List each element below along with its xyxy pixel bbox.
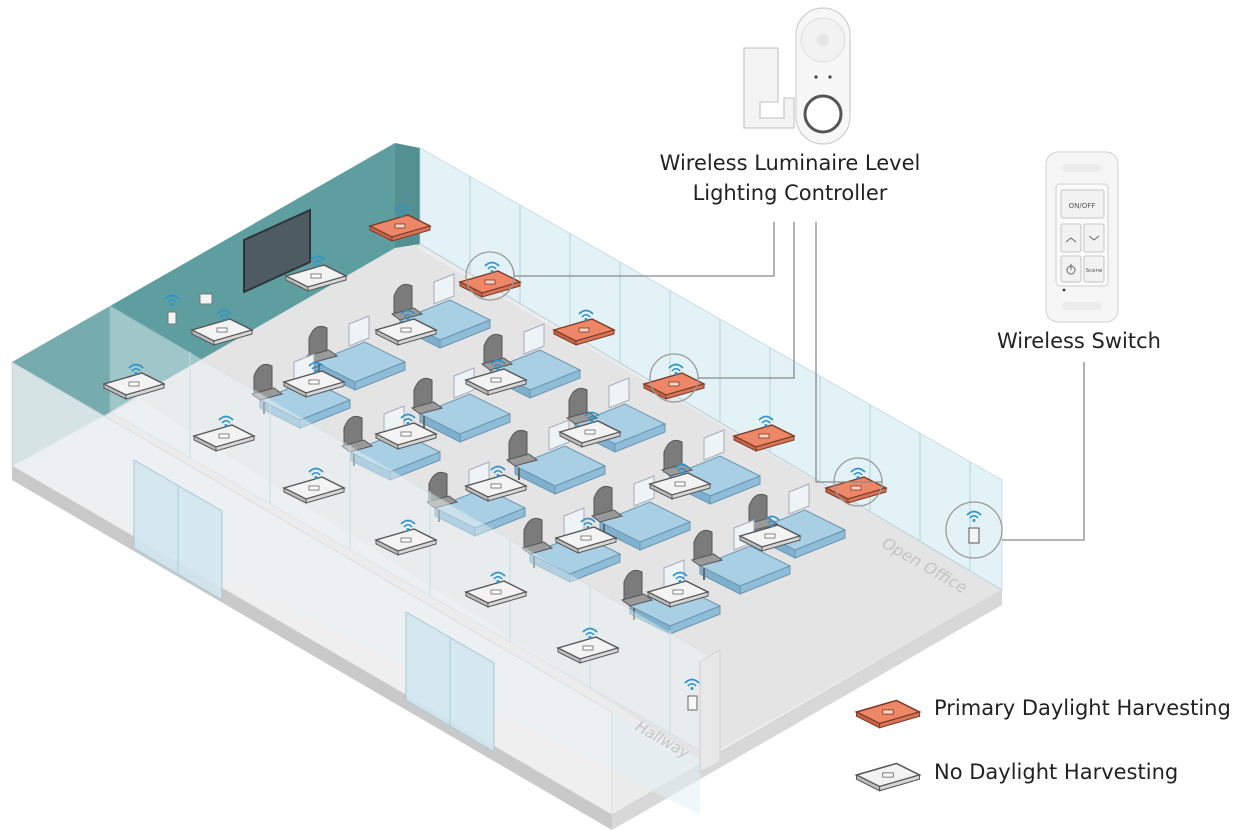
controller-label-line1: Wireless Luminaire Level (659, 151, 921, 175)
switch-onoff-label: ON/OFF (1069, 202, 1096, 210)
luminaire-controller-illustration (743, 7, 851, 145)
controller-label: Wireless Luminaire Level Lighting Contro… (640, 148, 940, 208)
legend-standard-label: No Daylight Harvesting (934, 760, 1179, 784)
legend-primary-icon (855, 699, 921, 729)
switch-label: Wireless Switch (997, 329, 1161, 353)
legend-primary-label: Primary Daylight Harvesting (934, 696, 1231, 720)
legend-standard-icon (855, 762, 921, 792)
controller-label-line2: Lighting Controller (692, 181, 888, 205)
switch-scene-label: Scene (1086, 268, 1103, 274)
wireless-switch-illustration: ON/OFF Scene (1045, 151, 1119, 323)
